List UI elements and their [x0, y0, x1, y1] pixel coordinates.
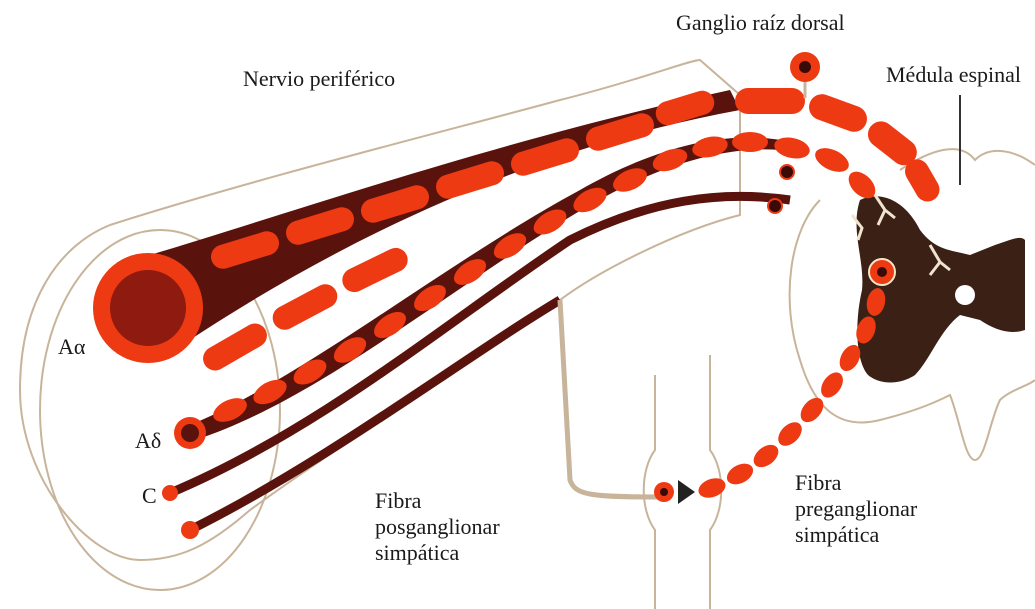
a-alpha-axon-core — [110, 270, 186, 346]
synapse-arrow-icon — [678, 480, 695, 504]
pregang-line-3: simpática — [795, 522, 917, 548]
c-fiber-1-cross-section — [162, 485, 178, 501]
lateral-horn-nucleus — [877, 267, 887, 277]
label-a-delta: Aδ — [135, 428, 161, 454]
label-fibra-preganglionar: Fibra preganglionar simpática — [795, 470, 917, 548]
posgang-line-1: Fibra — [375, 488, 500, 514]
pregang-line-1: Fibra — [795, 470, 917, 496]
c-fiber-2-cross-section — [181, 521, 199, 539]
posgang-line-3: simpática — [375, 540, 500, 566]
a-delta-axon-core — [181, 424, 199, 442]
ganglion-cell-nucleus — [799, 61, 811, 73]
postganglionic-path — [560, 300, 660, 497]
small-ganglion-cell-2 — [768, 199, 782, 213]
central-canal — [955, 285, 975, 305]
label-fibra-posganglionar: Fibra posganglionar simpática — [375, 488, 500, 566]
label-medula-espinal: Médula espinal — [886, 62, 1021, 88]
pregang-line-2: preganglionar — [795, 496, 917, 522]
small-ganglion-cell-1 — [780, 165, 794, 179]
label-ganglio-raiz-dorsal: Ganglio raíz dorsal — [676, 10, 845, 36]
label-c-fiber: C — [142, 483, 157, 509]
label-nervio-periferico: Nervio periférico — [243, 66, 395, 92]
a-delta-myelin — [209, 132, 880, 427]
sympathetic-ganglion-nucleus — [660, 488, 668, 496]
label-a-alpha: Aα — [58, 334, 85, 360]
grey-matter — [857, 196, 1025, 382]
posgang-line-2: posganglionar — [375, 514, 500, 540]
